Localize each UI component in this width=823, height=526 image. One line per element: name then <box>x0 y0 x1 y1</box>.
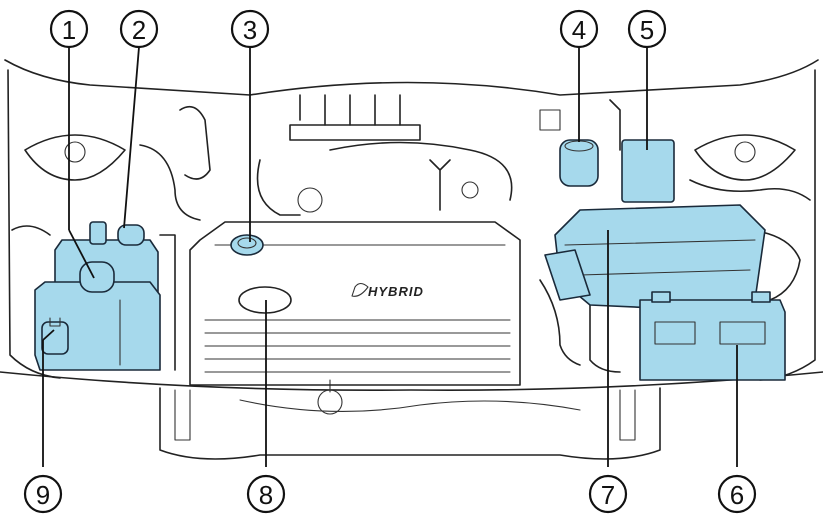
callout-7: 7 <box>588 474 628 514</box>
fluid-reservoir-cap <box>559 139 599 187</box>
engine-bay-outline <box>0 59 823 460</box>
callout-label: 1 <box>62 15 76 45</box>
callout-label: 6 <box>730 480 744 510</box>
fuse-box <box>621 139 675 203</box>
engine-logo: HYBRID <box>368 284 424 299</box>
callout-2: 2 <box>119 9 159 49</box>
callout-label: 5 <box>640 15 654 45</box>
leader-lines <box>42 46 738 467</box>
callout-label: 7 <box>601 480 615 510</box>
callout-label: 9 <box>36 480 50 510</box>
oil-filler-cap <box>238 286 292 314</box>
engine-cover: HYBRID <box>189 221 521 386</box>
callout-6: 6 <box>717 474 757 514</box>
washer-fluid-reservoir-cap <box>41 317 69 355</box>
callout-1: 1 <box>49 9 89 49</box>
callout-label: 3 <box>243 15 257 45</box>
callout-9: 9 <box>23 474 63 514</box>
callout-4: 4 <box>559 9 599 49</box>
callout-5: 5 <box>627 9 667 49</box>
callout-label: 2 <box>132 15 146 45</box>
battery <box>639 291 786 381</box>
callout-label: 4 <box>572 15 586 45</box>
callout-3: 3 <box>230 9 270 49</box>
callout-label: 8 <box>259 480 273 510</box>
callout-8: 8 <box>246 474 286 514</box>
